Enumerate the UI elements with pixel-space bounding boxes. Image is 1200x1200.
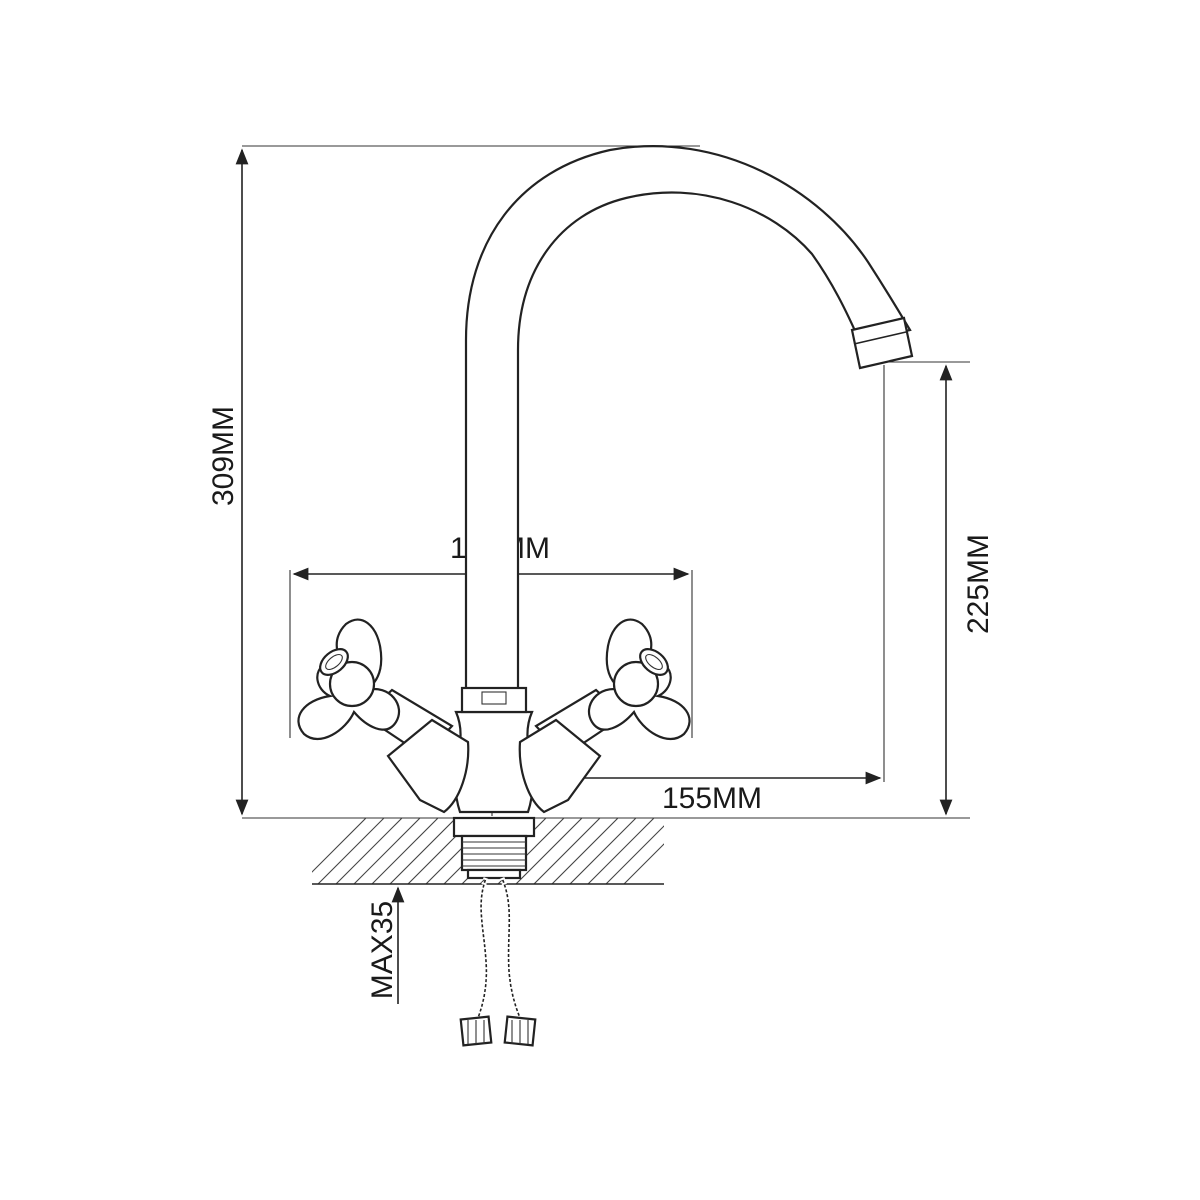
label-225mm: 225MM bbox=[962, 534, 995, 634]
dimension-max-thickness: MAX35 bbox=[366, 886, 405, 1004]
label-max35: MAX35 bbox=[366, 901, 399, 999]
spout bbox=[464, 145, 914, 692]
label-309mm: 309MM bbox=[207, 406, 240, 506]
faucet-body bbox=[362, 686, 626, 814]
supply-hoses bbox=[459, 877, 537, 1047]
label-155mm: 155MM bbox=[662, 782, 762, 815]
left-cross-handle bbox=[297, 618, 401, 741]
dimension-spout-height: 225MM bbox=[888, 361, 995, 816]
counter-section bbox=[312, 816, 664, 885]
dimension-total-height: 309MM bbox=[207, 145, 970, 819]
right-cross-handle bbox=[587, 618, 691, 741]
